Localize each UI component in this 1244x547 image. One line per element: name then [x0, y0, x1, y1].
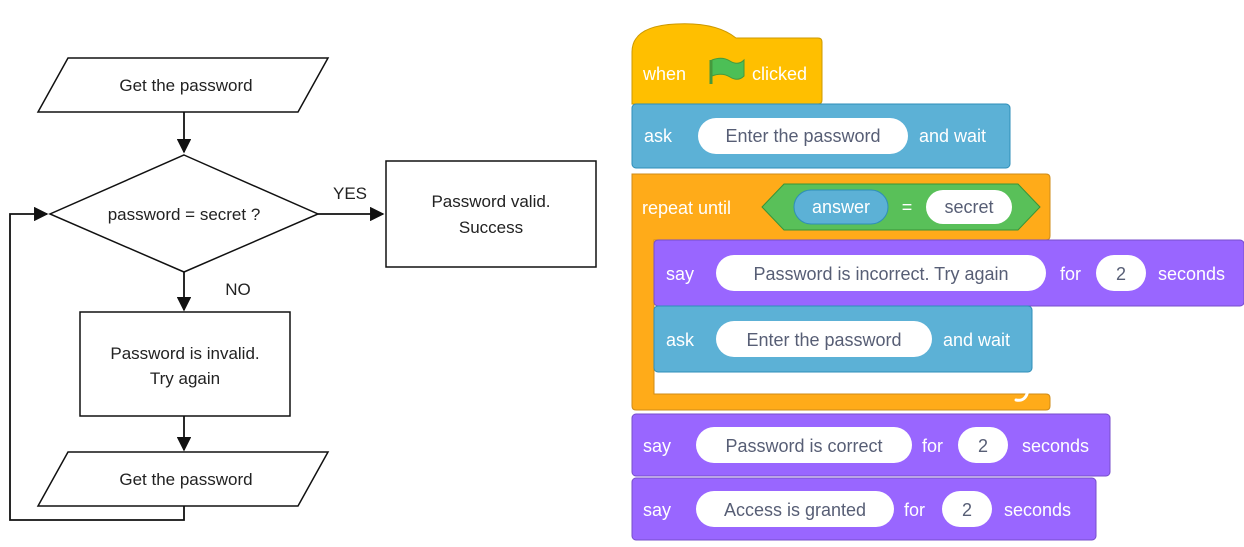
ask-label-1: ask — [644, 126, 673, 146]
when-flag-clicked-block[interactable]: when clicked — [631, 23, 823, 105]
seconds-label-1: seconds — [1158, 264, 1225, 284]
say-input-3-text: Access is granted — [724, 500, 866, 520]
flowchart: Get the password password = secret ? YES… — [9, 57, 597, 521]
say-label-2: say — [643, 436, 671, 456]
equals-label: = — [902, 197, 913, 217]
for-label-1: for — [1060, 264, 1081, 284]
seconds-label-2: seconds — [1022, 436, 1089, 456]
success-line-1: Password valid. — [431, 192, 550, 211]
yes-label: YES — [333, 184, 367, 203]
arrow-loop-back — [9, 206, 185, 521]
ask-block-1[interactable]: ask Enter the password and wait — [631, 103, 1011, 169]
invalid-box — [79, 311, 291, 417]
say-block-granted[interactable]: say Access is granted for 2 seconds — [631, 477, 1097, 541]
ask-block-2[interactable]: ask Enter the password and wait — [653, 305, 1033, 373]
repeat-until-block[interactable]: repeat until answer = secret — [631, 173, 1051, 411]
and-wait-label-2: and wait — [943, 330, 1010, 350]
when-label: when — [642, 64, 686, 84]
secret-input[interactable] — [926, 190, 1012, 224]
say-block-incorrect[interactable]: say Password is incorrect. Try again for… — [653, 239, 1244, 307]
input-bottom-label: Get the password — [119, 470, 252, 489]
say-input-3[interactable] — [696, 491, 894, 527]
scratch-script[interactable]: repeat until answer = secret when clicke… — [631, 23, 1244, 541]
success-line-2: Success — [459, 218, 523, 237]
secs-input-2-text: 2 — [978, 436, 988, 456]
seconds-label-3: seconds — [1004, 500, 1071, 520]
secs-input-2[interactable] — [958, 427, 1008, 463]
say-label-1: say — [666, 264, 694, 284]
success-box — [385, 160, 597, 268]
ask-input-1[interactable] — [698, 118, 908, 154]
secret-input-text: secret — [944, 197, 993, 217]
green-flag-icon — [709, 57, 745, 84]
ask-input-2-text: Enter the password — [746, 330, 901, 350]
for-label-3: for — [904, 500, 925, 520]
and-wait-label-1: and wait — [919, 126, 986, 146]
invalid-line-2: Try again — [150, 369, 220, 388]
decision-label: password = secret ? — [108, 205, 261, 224]
secs-input-1[interactable] — [1096, 255, 1146, 291]
for-label-2: for — [922, 436, 943, 456]
say-input-2[interactable] — [696, 427, 912, 463]
answer-label: answer — [812, 197, 870, 217]
repeat-until-label: repeat until — [642, 198, 731, 218]
ask-input-2[interactable] — [716, 321, 932, 357]
secs-input-1-text: 2 — [1116, 264, 1126, 284]
say-label-3: say — [643, 500, 671, 520]
secs-input-3-text: 2 — [962, 500, 972, 520]
input-shape-bottom — [36, 451, 330, 507]
input-shape-top — [36, 57, 330, 113]
no-label: NO — [225, 280, 251, 299]
secs-input-3[interactable] — [942, 491, 992, 527]
say-block-correct[interactable]: say Password is correct for 2 seconds — [631, 413, 1111, 477]
clicked-label: clicked — [752, 64, 807, 84]
answer-reporter[interactable] — [793, 189, 889, 225]
ask-input-1-text: Enter the password — [725, 126, 880, 146]
say-input-2-text: Password is correct — [725, 436, 882, 456]
ask-label-2: ask — [666, 330, 695, 350]
say-input-1[interactable] — [716, 255, 1046, 291]
invalid-line-1: Password is invalid. — [110, 344, 259, 363]
loop-arrow-icon — [1014, 384, 1033, 402]
say-input-1-text: Password is incorrect. Try again — [753, 264, 1008, 284]
input-top-label: Get the password — [119, 76, 252, 95]
